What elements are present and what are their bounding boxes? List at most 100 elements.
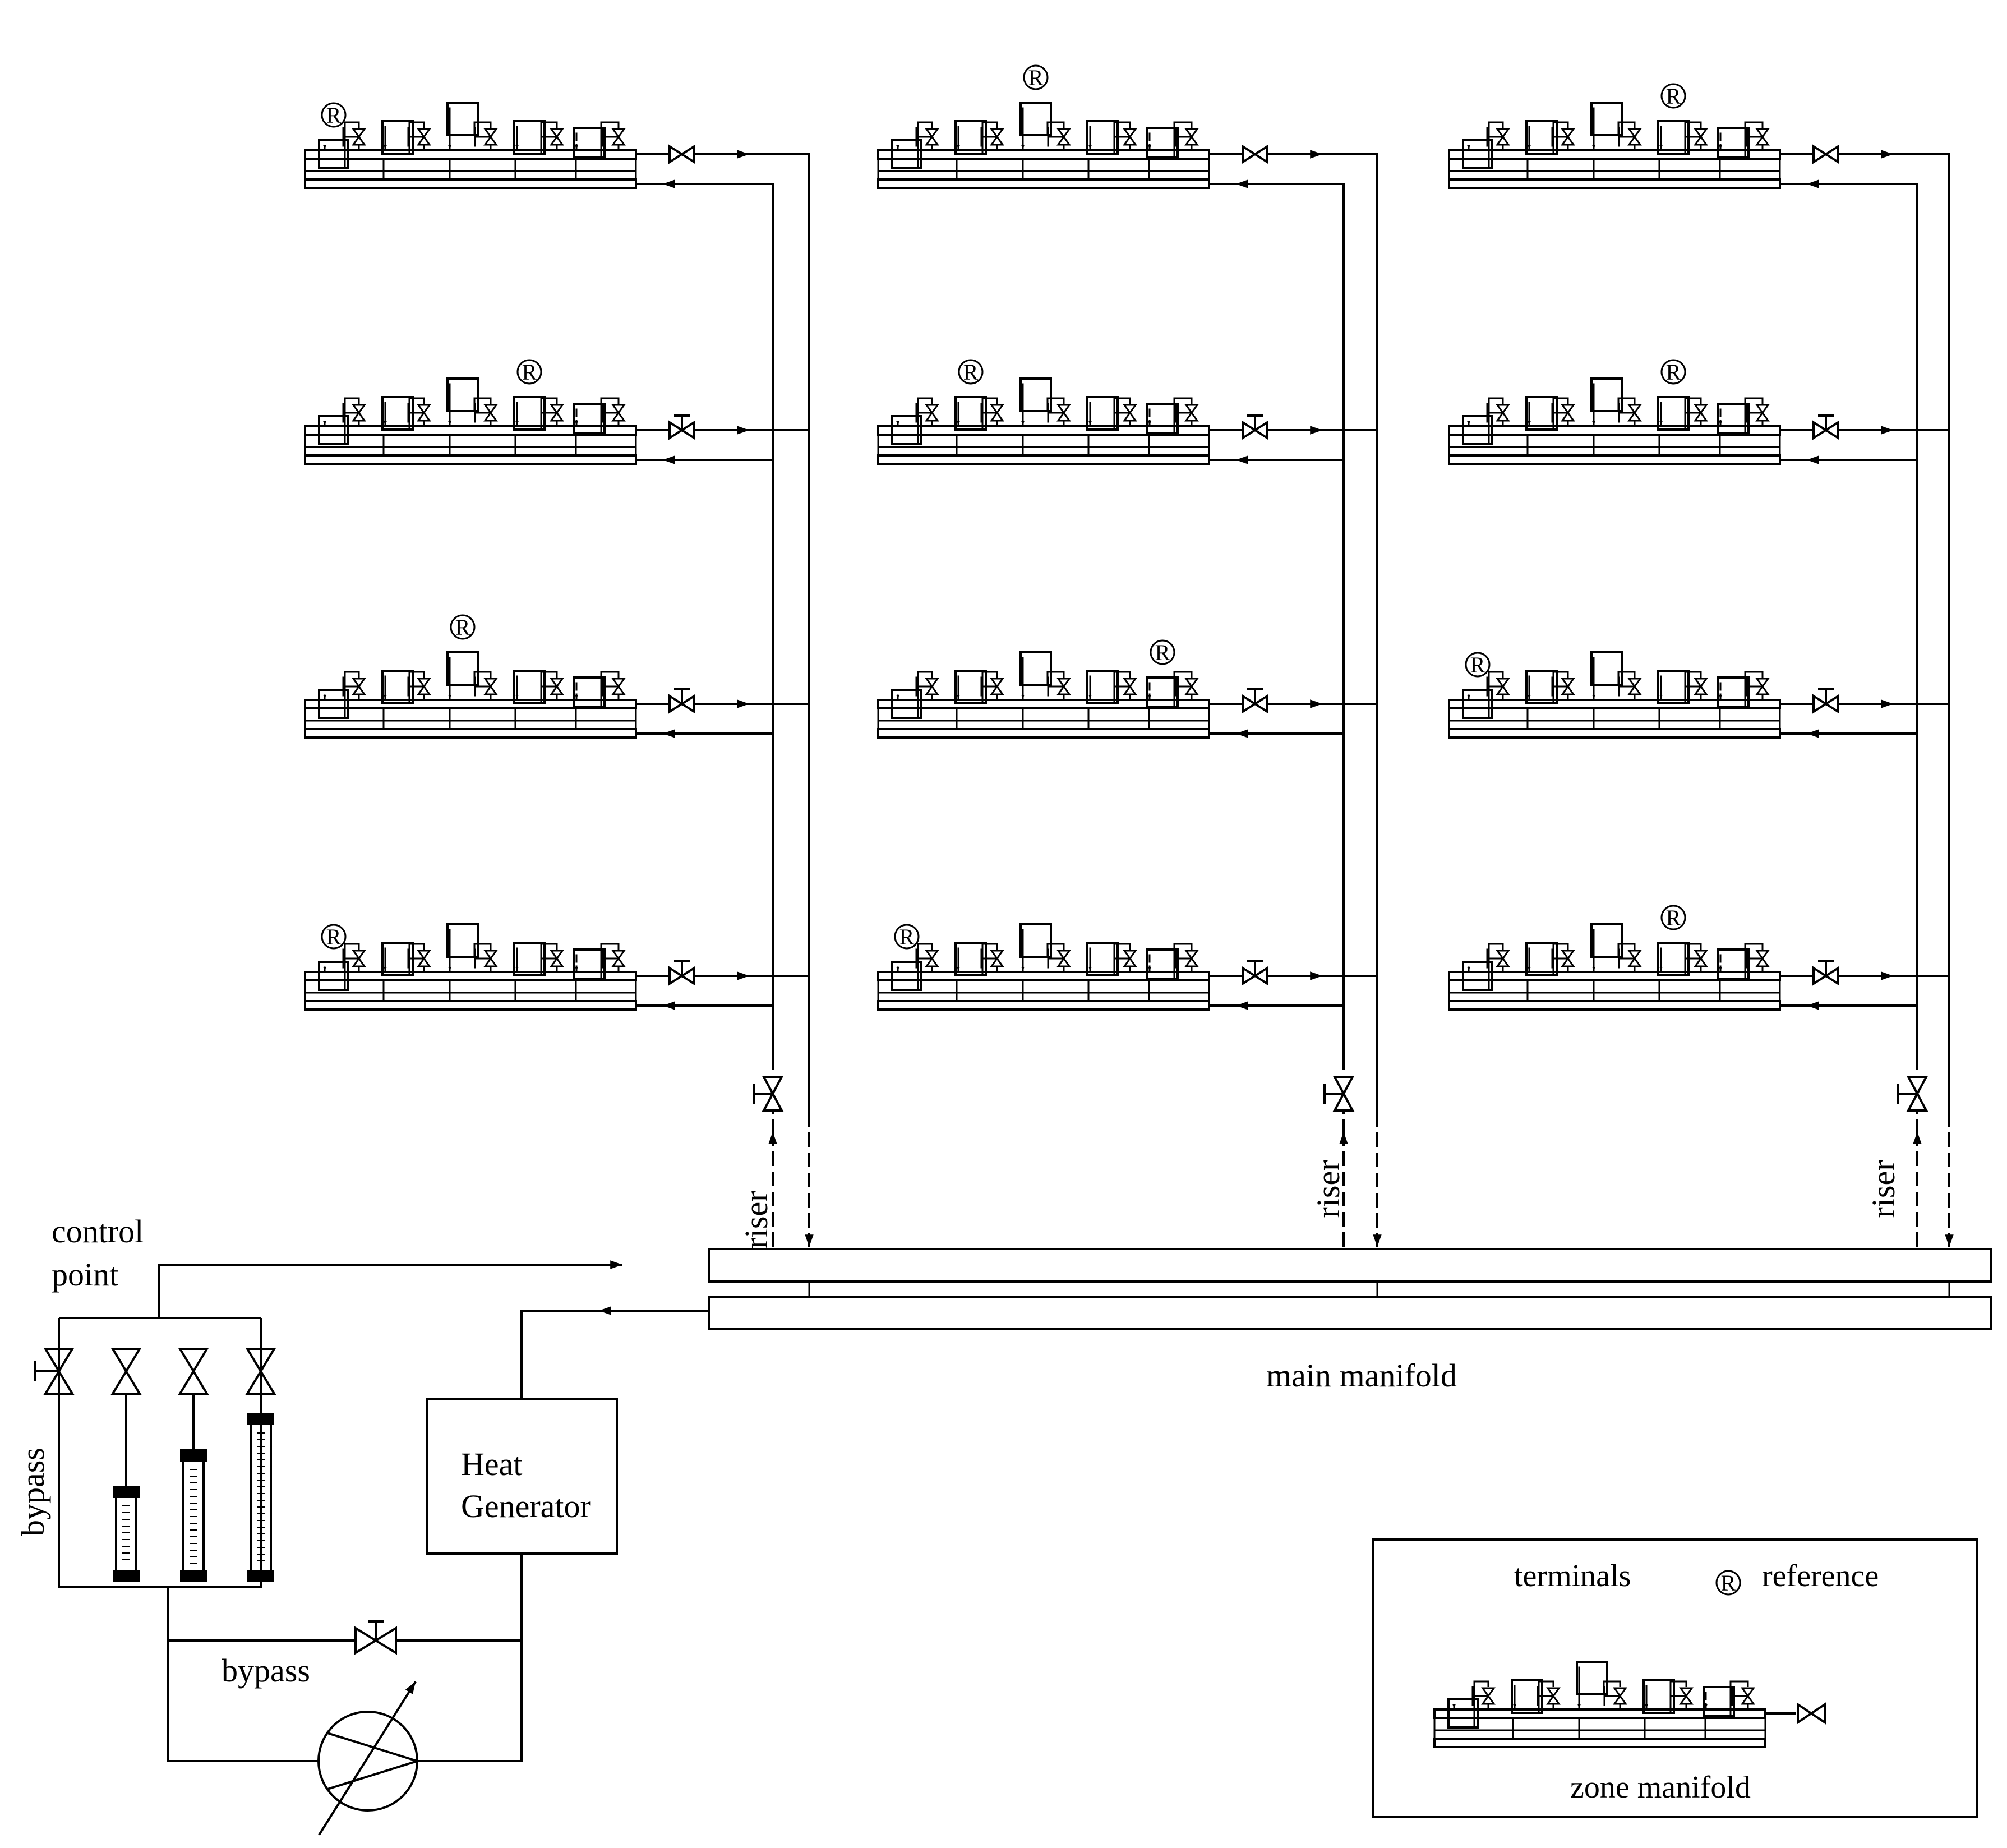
valve-icon [1812,414,1839,440]
valve-icon [540,676,564,697]
valve-icon [668,144,695,164]
control-point-label-line1: control [52,1213,144,1250]
reference-icon: R [1660,83,1686,109]
zone-manifold-r1-c2: R [877,64,1378,189]
terminal-icon [318,671,366,719]
pump-icon [317,1681,419,1836]
terminal-icon [891,943,939,991]
valve-icon [1669,1686,1694,1706]
flowmeter-icon [180,1393,207,1582]
main-manifold-return [708,1296,1992,1330]
valve-icon [1242,414,1268,440]
zone-manifold-r4-c2: R [877,923,1378,1011]
main-manifold-label: main manifold [1266,1357,1457,1394]
reference-icon: R [450,614,476,640]
terminal-icon [1146,121,1199,158]
valve-icon [1175,127,1199,147]
valve-icon [1746,403,1770,423]
terminal-icon [1086,396,1137,431]
control-point-label-line2: point [52,1256,118,1293]
svg-text:R: R [326,924,342,950]
valve-icon [474,676,498,697]
terminal-icon [1019,651,1071,701]
svg-text:R: R [455,615,470,640]
valve-icon [354,1620,397,1655]
reference-icon: R [958,359,984,385]
flowmeter-icon [247,1393,274,1582]
valve-icon [1047,403,1071,423]
return-bar [304,454,637,465]
terminal-icon [1642,1679,1694,1714]
valve-icon [602,676,626,697]
valve-icon [1242,144,1268,164]
terminal-icon [381,942,431,976]
valve-icon [342,403,366,423]
valve-icon [1746,127,1770,147]
valve-icon [1486,127,1510,147]
lower-bypass [167,1554,523,1762]
riser-label-2: riser [1310,1160,1346,1218]
terminal-icon [381,396,431,431]
bypass-valve-icon [245,1348,276,1395]
zone-manifold-r1-c3: R [1448,83,1950,189]
valve-icon [915,127,939,147]
valve-icon [1551,676,1575,697]
terminal-icon [381,120,431,155]
valve-icon [540,948,564,969]
zone-manifold-r2-c2: R [877,359,1378,465]
main-manifold-supply [708,1248,1992,1283]
valve-icon [1684,403,1708,423]
terminal-icon [1657,670,1708,704]
terminal-icon [954,670,1004,704]
reference-icon: R [1660,905,1686,930]
valve-icon [540,403,564,423]
valve-icon [980,127,1004,147]
valve-icon [1684,676,1708,697]
bypass-valve-icon [34,1348,75,1395]
terminal-icon [1086,942,1137,976]
terminal-icon [513,942,564,976]
riser-2 [1323,153,1382,1247]
zone-manifold-r1-c1: R [304,102,810,189]
terminal-icon [1717,943,1770,980]
terminal-icon [1590,651,1642,701]
terminal-icon [573,943,626,980]
valve-icon [980,948,1004,969]
terminal-icon [318,397,366,445]
valve-icon [474,127,498,147]
return-bar [304,178,637,189]
zone-manifold-r3-c1: R [304,614,810,739]
valve-icon [342,127,366,147]
bypass-label-vertical: bypass [15,1448,51,1536]
valve-icon [1113,127,1137,147]
reference-icon: R [1660,359,1686,385]
terminal-icon [1462,943,1510,991]
legend-frame [1372,1538,1978,1818]
valve-icon [668,414,695,440]
legend-zone-manifold-label: zone manifold [1570,1770,1751,1805]
valve-icon [915,403,939,423]
terminal-icon [446,923,498,973]
valve-icon [1618,127,1642,147]
valve-icon [1242,960,1268,986]
valve-icon [1175,948,1199,969]
return-bar [877,178,1210,189]
terminal-icon [446,102,498,151]
terminal-icon [1576,1661,1627,1711]
return-bar [877,1000,1210,1011]
valve-icon [980,403,1004,423]
valve-icon [407,403,431,423]
valve-icon [1746,676,1770,697]
valve-icon [407,676,431,697]
terminal-icon [891,671,939,719]
terminal-icon [1703,1680,1755,1717]
valve-icon [474,403,498,423]
terminal-icon [318,943,366,991]
valve-icon [980,676,1004,697]
svg-text:R: R [1721,1570,1736,1596]
valve-icon [1684,127,1708,147]
zone-manifold-r2-c3: R [1448,359,1950,465]
valve-icon [1551,948,1575,969]
terminal-icon [1717,671,1770,708]
